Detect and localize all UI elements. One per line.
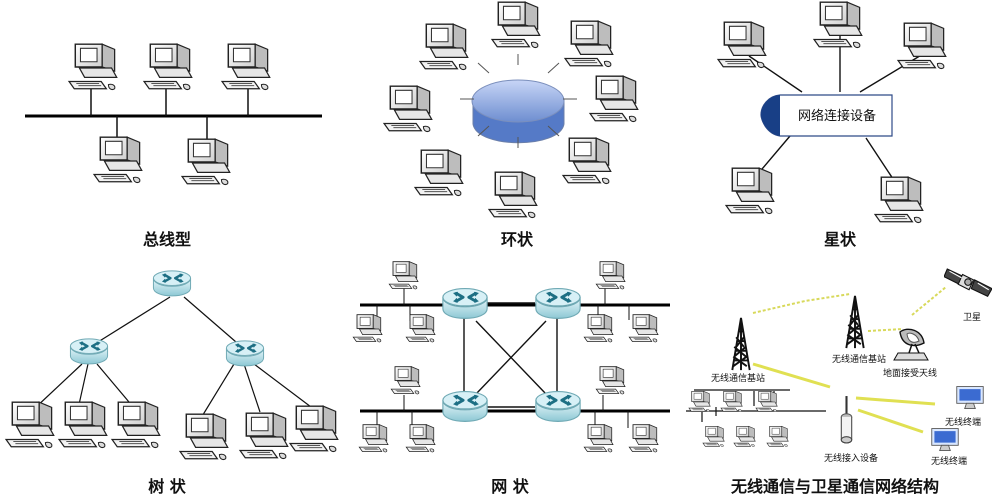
network-device-label: 网络连接设备: [798, 108, 876, 124]
wireless-terminal-1-label: 无线终端: [945, 416, 981, 428]
computer-icon: [491, 1, 541, 49]
computer-icon: [390, 366, 421, 395]
computer-icon: [68, 43, 118, 91]
computer-icon: [143, 43, 193, 91]
wireless-terminal-2-label: 无线终端: [931, 455, 967, 467]
computer-icon: [179, 413, 229, 461]
computer-icon: [583, 424, 614, 453]
computer-icon: [595, 261, 626, 290]
access-point-icon: [840, 395, 853, 444]
router-icon: [225, 339, 265, 368]
computer-icon: [897, 22, 947, 70]
router-icon: [534, 389, 582, 423]
computer-icon: [5, 401, 55, 449]
computer-icon: [405, 424, 436, 453]
computer-icon: [289, 405, 339, 453]
tree-caption: 树 状: [148, 477, 187, 496]
computer-icon: [93, 136, 143, 184]
right-base-station-label: 无线通信基站: [832, 353, 886, 365]
computer-icon: [589, 75, 639, 123]
computer-icon: [388, 261, 419, 290]
computer-icon: [239, 412, 289, 460]
computer-icon: [766, 425, 789, 447]
mesh-caption: 网 状: [491, 477, 530, 496]
computer-icon: [702, 425, 725, 447]
computer-icon: [111, 401, 161, 449]
satellite-label: 卫星: [963, 312, 981, 323]
computer-icon: [221, 43, 271, 91]
computer-icon: [688, 390, 711, 412]
computer-icon: [813, 1, 863, 49]
computer-icon: [58, 401, 108, 449]
satellite-icon: [944, 268, 992, 297]
star-topology: 网络连接设备 星状: [717, 1, 947, 249]
wireless-caption: 无线通信与卫星通信网络结构: [730, 477, 939, 496]
tree-topology: 树 状: [5, 269, 339, 496]
computer-icon: [414, 149, 464, 197]
computer-icon: [595, 366, 626, 395]
computer-icon: [564, 20, 614, 68]
computer-icon: [733, 425, 756, 447]
tower-icon: [845, 294, 865, 350]
computer-icon: [562, 137, 612, 185]
dish-icon: [893, 328, 929, 361]
router-icon: [152, 269, 192, 298]
network-connection-device: 网络连接设备: [760, 94, 893, 137]
star-caption: 星状: [824, 230, 857, 249]
monitor-icon: [956, 386, 984, 410]
ring-topology: 环状: [383, 1, 639, 249]
computer-icon: [419, 23, 469, 71]
computer-icon: [717, 21, 767, 69]
computer-icon: [583, 314, 614, 343]
left-base-station-label: 无线通信基站: [711, 372, 765, 384]
router-icon: [69, 337, 109, 366]
monitor-icon: [931, 428, 959, 452]
tower-icon: [731, 316, 751, 372]
computer-icon: [725, 167, 775, 215]
router-icon: [441, 286, 489, 320]
bus-topology: 总线型: [25, 43, 322, 249]
computer-icon: [755, 390, 778, 412]
computer-icon: [352, 314, 383, 343]
access-device-label: 无线接入设备: [824, 452, 878, 464]
computer-icon: [181, 138, 231, 186]
computer-icon: [405, 314, 436, 343]
mesh-topology: 网 状: [352, 261, 670, 496]
computer-icon: [720, 390, 743, 412]
computer-icon: [628, 314, 659, 343]
computer-icon: [628, 424, 659, 453]
computer-icon: [358, 424, 389, 453]
computer-icon: [874, 176, 924, 224]
bus-caption: 总线型: [143, 230, 191, 249]
ground-antenna-label: 地面接受天线: [883, 367, 937, 379]
wireless-satellite-topology: 卫星 无线通信基站 无线通信基站 地面接受天线 无线接入设备 无线终端 无线终端…: [686, 268, 992, 496]
router-icon: [534, 286, 582, 320]
computer-icon: [488, 171, 538, 219]
router-icon: [441, 389, 489, 423]
ring-caption: 环状: [501, 230, 534, 249]
computer-icon: [383, 85, 433, 133]
ring-hub: [460, 54, 577, 148]
